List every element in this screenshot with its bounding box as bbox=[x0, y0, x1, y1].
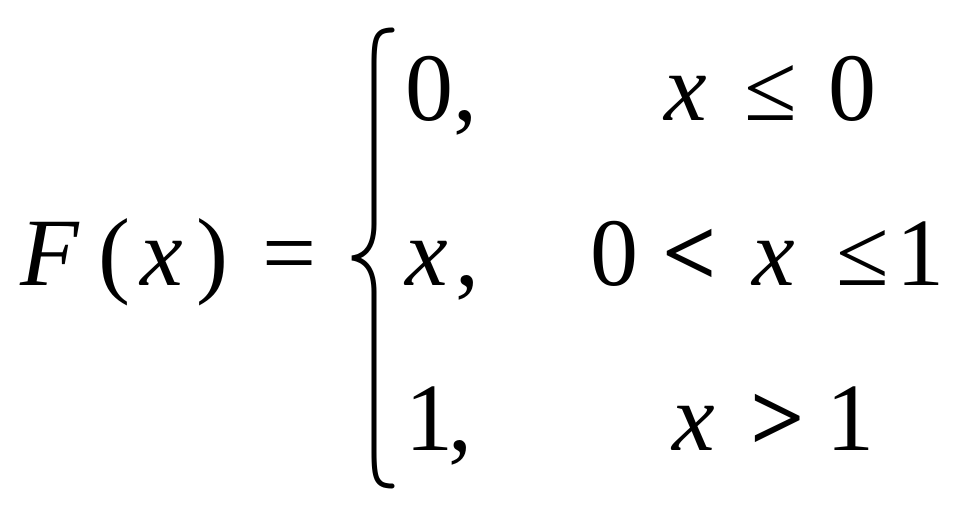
left-curly-brace bbox=[351, 27, 395, 489]
case-1-cond-bound: 0 bbox=[828, 34, 876, 141]
close-paren: ) bbox=[196, 199, 228, 306]
case-2-comma: , bbox=[455, 199, 479, 306]
case-1-comma: , bbox=[453, 34, 477, 141]
lhs-variable: x bbox=[140, 199, 183, 306]
function-name: F bbox=[20, 199, 79, 306]
equals-sign: = bbox=[262, 199, 317, 306]
case-3-cond-gt: > bbox=[750, 364, 805, 471]
open-paren: ( bbox=[98, 199, 130, 306]
case-1-cond-var: x bbox=[664, 34, 707, 141]
case-2-cond-leq: ≤ bbox=[836, 199, 889, 306]
case-1-cond-leq: ≤ bbox=[744, 34, 797, 141]
case-2-cond-lower: 0 bbox=[590, 199, 638, 306]
case-3-value: 1 bbox=[405, 364, 453, 471]
case-2-cond-upper: 1 bbox=[896, 199, 944, 306]
case-2-cond-lt: < bbox=[662, 199, 717, 306]
case-2-cond-var: x bbox=[752, 199, 795, 306]
case-3-comma: , bbox=[448, 364, 472, 471]
case-2-value: x bbox=[405, 199, 448, 306]
case-3-cond-var: x bbox=[672, 364, 715, 471]
case-1-value: 0 bbox=[405, 34, 453, 141]
case-3-cond-bound: 1 bbox=[826, 364, 874, 471]
